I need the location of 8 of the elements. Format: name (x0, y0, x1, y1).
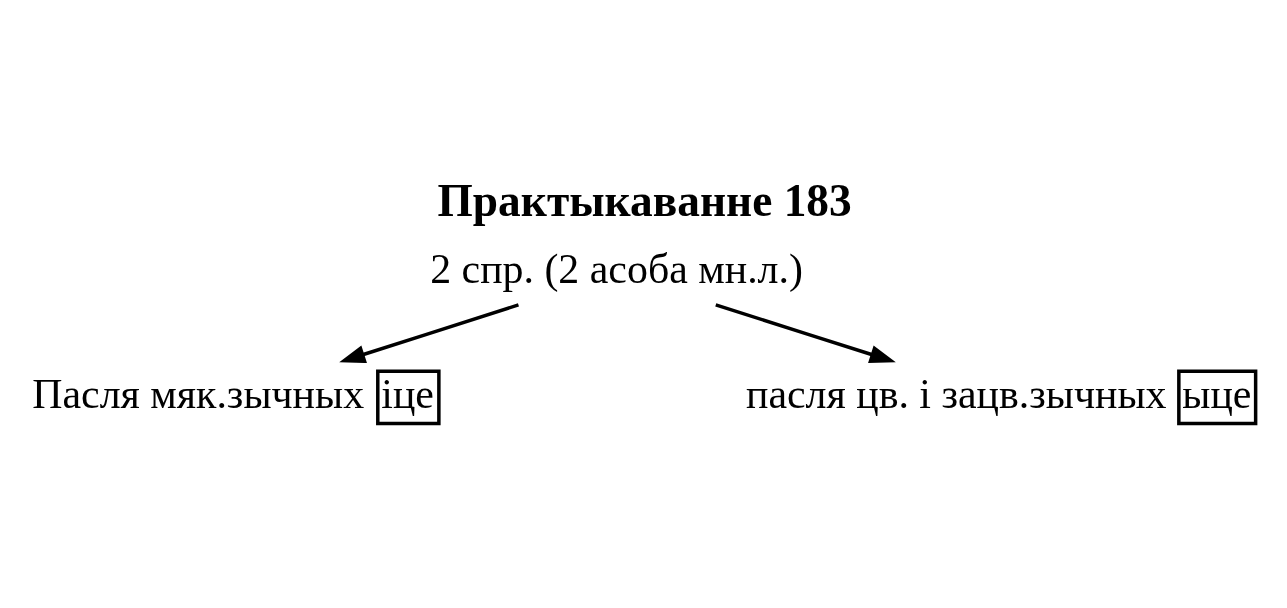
arrow (339, 303, 519, 363)
node-label: Пасля мяк.зычных (32, 371, 365, 418)
node-box: іце (376, 369, 441, 426)
node-box: ыце (1177, 369, 1258, 426)
diagram-title: Практыкаванне 183 (437, 175, 852, 226)
node-text: 2 спр. (2 асоба мн.л.) (430, 245, 803, 292)
node-label: пасля цв. і зацв.зычных (746, 371, 1167, 418)
arrow (715, 303, 896, 363)
